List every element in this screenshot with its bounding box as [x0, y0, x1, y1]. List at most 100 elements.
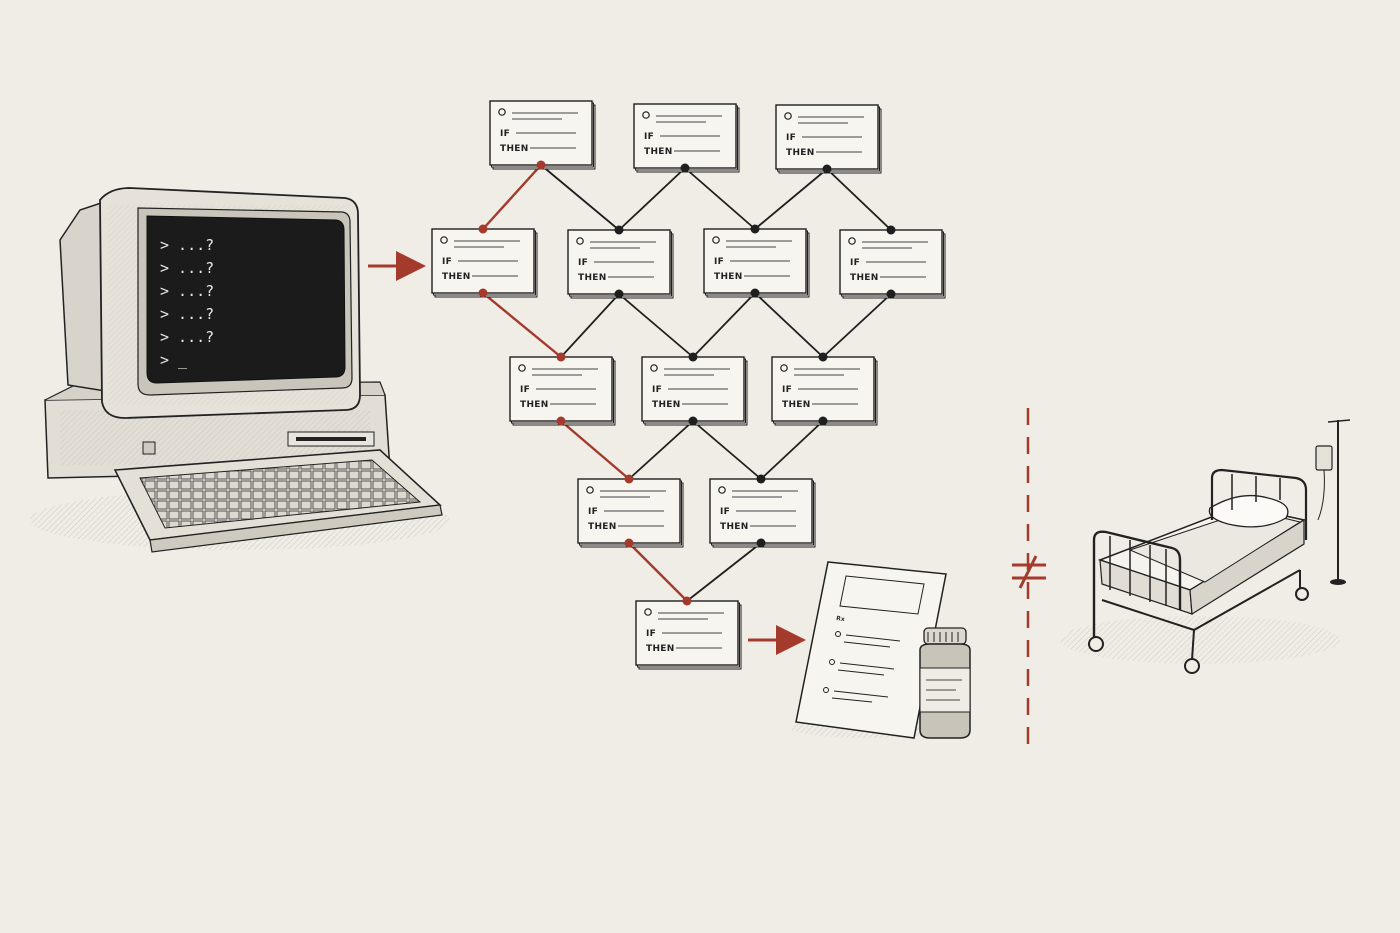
connector-node: [624, 474, 634, 484]
connector-node: [614, 225, 624, 235]
rule-if-label: IF: [782, 385, 792, 395]
rule-edge: [628, 420, 694, 480]
rule-if-label: IF: [578, 258, 588, 268]
rule-edge: [618, 167, 686, 231]
rule-edge: [754, 168, 828, 230]
rule-edge: [754, 292, 824, 358]
rule-if-label: IF: [442, 257, 452, 267]
rule-if-label: IF: [850, 258, 860, 268]
rule-card-icon: [650, 364, 658, 372]
connector-node: [680, 163, 690, 173]
rule-then-label: THEN: [782, 400, 811, 410]
connector-node: [478, 224, 488, 234]
rule-edge: [618, 293, 694, 358]
rule-edge: [760, 420, 824, 480]
inference-path-edge: [628, 542, 688, 602]
inference-path-edge: [482, 164, 542, 230]
connector-node: [750, 224, 760, 234]
terminal-cursor-line: > _: [160, 351, 188, 369]
rule-edge: [826, 168, 892, 231]
medicine-bottle-icon: [919, 627, 971, 739]
rule-then-label: THEN: [588, 522, 617, 532]
rule-card-icon: [784, 112, 792, 120]
connector-node: [818, 352, 828, 362]
rule-card: IF THEN: [489, 100, 596, 170]
connector-node: [556, 416, 566, 426]
terminal-lines: > ...? > ...? > ...? > ...? > ...? > _: [160, 236, 214, 369]
rule-if-label: IF: [588, 507, 598, 517]
rule-if-label: IF: [500, 129, 510, 139]
connector-node: [886, 289, 896, 299]
terminal-line: > ...?: [160, 282, 214, 300]
rule-card: IF THEN: [771, 356, 878, 426]
rule-card-icon: [718, 486, 726, 494]
rule-if-label: IF: [720, 507, 730, 517]
rule-card-icon: [576, 237, 584, 245]
hospital-bed-icon: [1060, 419, 1351, 674]
rule-card: IF THEN: [703, 228, 810, 298]
rule-then-label: THEN: [786, 148, 815, 158]
rule-card-icon: [498, 108, 506, 116]
rule-then-label: THEN: [520, 400, 549, 410]
rule-card-icon: [642, 111, 650, 119]
connector-node: [478, 288, 488, 298]
rule-edge: [560, 293, 620, 358]
rule-card-icon: [780, 364, 788, 372]
rule-cards: IF THEN IF THEN IF THEN IF THEN IF THEN IF THEN IF TH…: [431, 100, 946, 670]
rule-if-label: IF: [786, 133, 796, 143]
not-equal-divider: [1012, 408, 1046, 745]
rule-card-icon: [712, 236, 720, 244]
rule-nodes: [478, 160, 896, 606]
rule-card: IF THEN: [509, 356, 616, 426]
connector-node: [614, 289, 624, 299]
terminal-line: > ...?: [160, 328, 214, 346]
rule-card: IF THEN: [775, 104, 882, 174]
rule-card: IF THEN: [839, 229, 946, 299]
not-equal-icon: [1012, 555, 1046, 589]
rule-edge: [692, 292, 756, 358]
rule-if-label: IF: [714, 257, 724, 267]
connector-node: [886, 225, 896, 235]
rule-then-label: THEN: [442, 272, 471, 282]
rule-card-icon: [586, 486, 594, 494]
inference-path-edge: [560, 420, 630, 480]
rule-then-label: THEN: [850, 273, 879, 283]
rule-then-label: THEN: [578, 273, 607, 283]
rule-if-label: IF: [646, 629, 656, 639]
connector-node: [682, 596, 692, 606]
rule-if-label: IF: [652, 385, 662, 395]
rule-edge: [684, 167, 756, 230]
connector-node: [756, 538, 766, 548]
terminal-line: > ...?: [160, 236, 214, 254]
connector-node: [818, 416, 828, 426]
rule-then-label: THEN: [714, 272, 743, 282]
computer-icon: > ...? > ...? > ...? > ...? > ...? > _: [30, 187, 450, 553]
rule-card-icon: [518, 364, 526, 372]
inference-path-edge: [482, 292, 562, 358]
connector-node: [756, 474, 766, 484]
terminal-line: > ...?: [160, 259, 214, 277]
connector-node: [688, 416, 698, 426]
connector-node: [624, 538, 634, 548]
rule-edge: [540, 164, 620, 231]
connector-node: [822, 164, 832, 174]
rule-card-icon: [848, 237, 856, 245]
rule-connections: [482, 164, 892, 602]
terminal-line: > ...?: [160, 305, 214, 323]
rule-edge: [686, 542, 762, 602]
connector-node: [536, 160, 546, 170]
connector-node: [556, 352, 566, 362]
connector-node: [750, 288, 760, 298]
rule-card: IF THEN: [567, 229, 674, 299]
rule-card: IF THEN: [577, 478, 684, 548]
connector-node: [688, 352, 698, 362]
prescription-title: Rx: [836, 615, 845, 623]
rule-then-label: THEN: [500, 144, 529, 154]
rule-card-icon: [440, 236, 448, 244]
rule-if-label: IF: [520, 385, 530, 395]
rule-card: IF THEN: [431, 228, 538, 298]
